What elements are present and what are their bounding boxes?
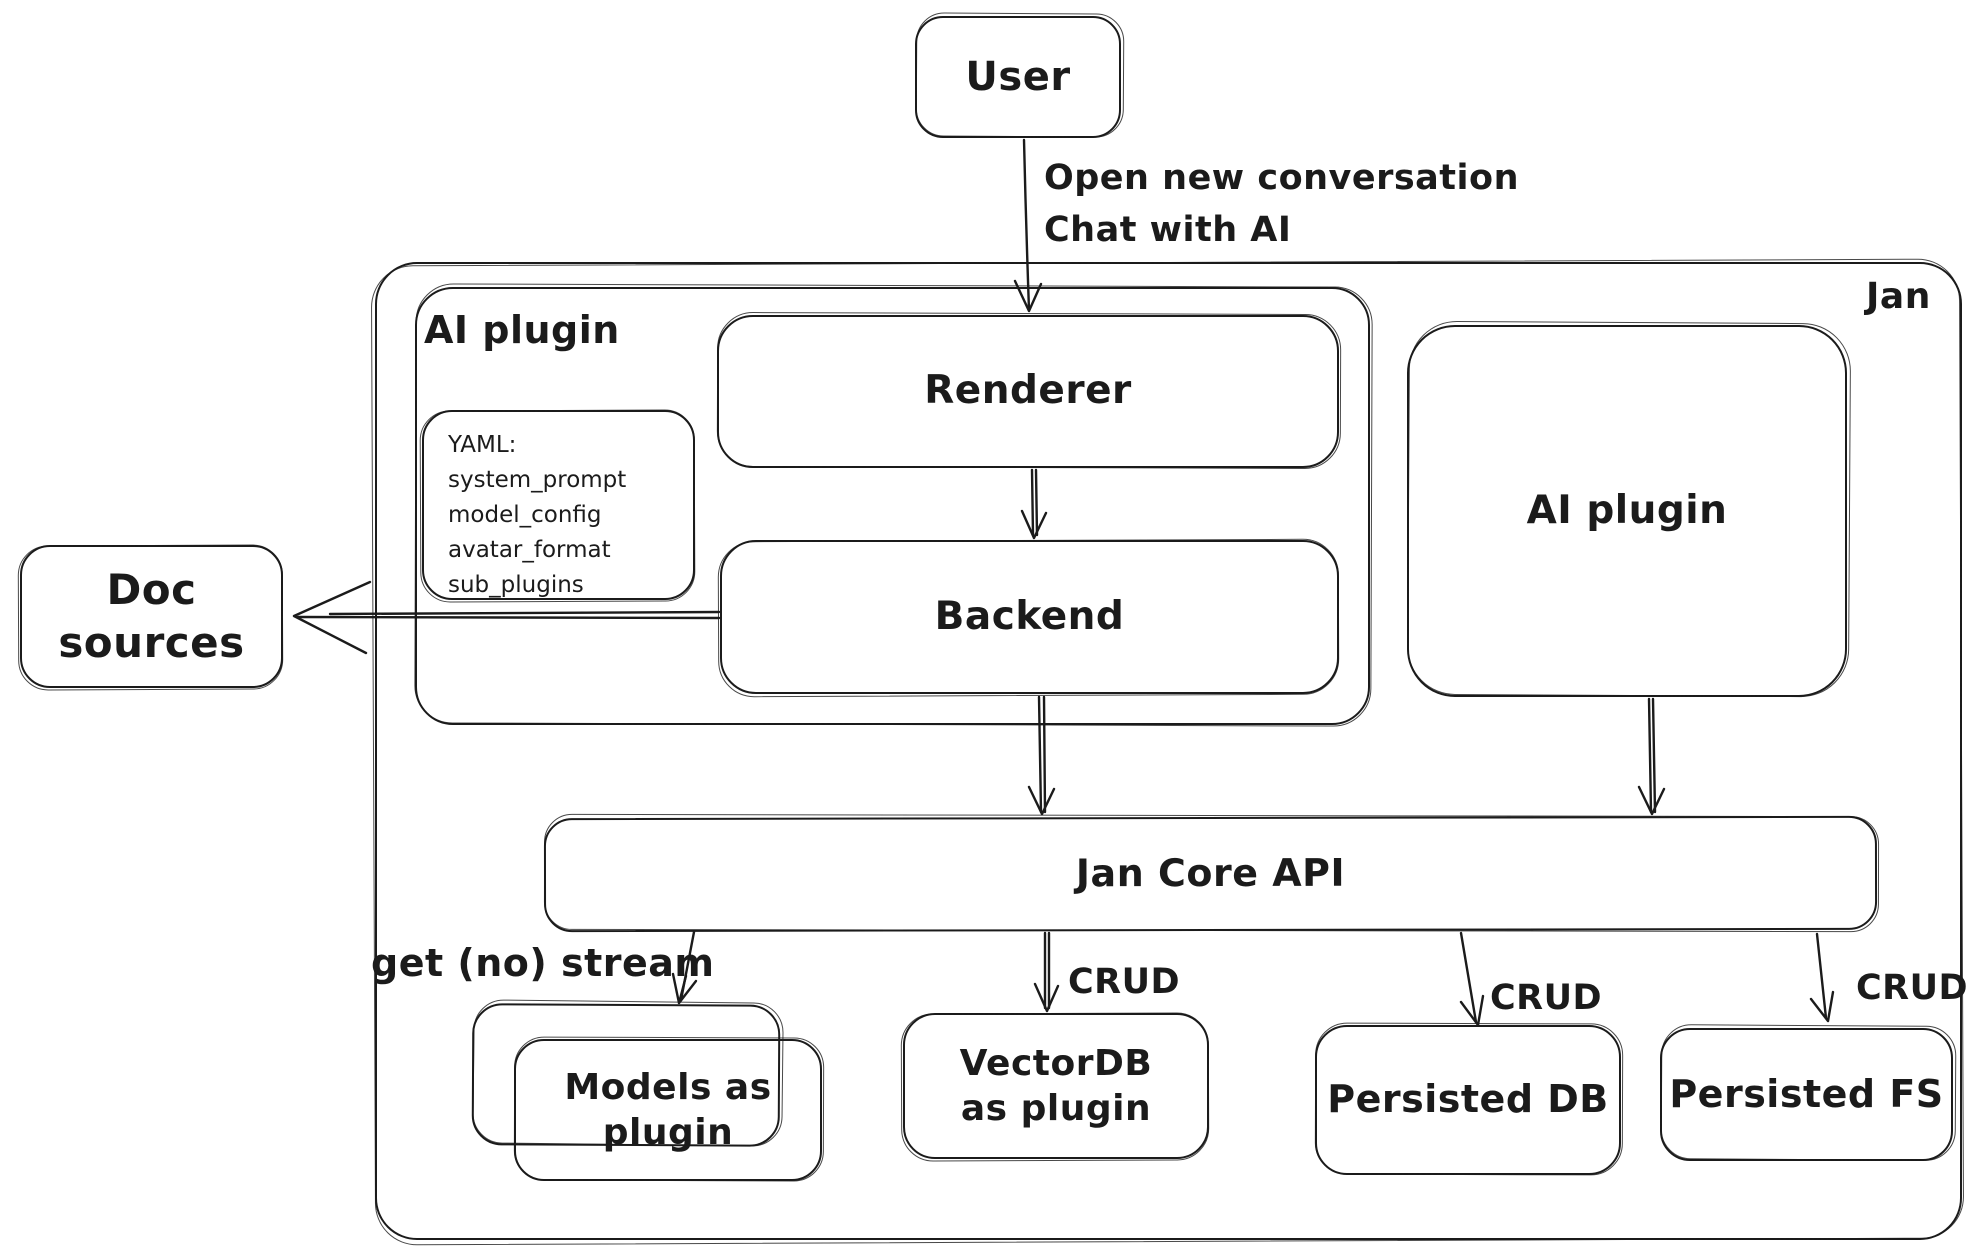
yaml-line: YAML: [448, 432, 517, 458]
yaml-note: YAML: system_prompt model_config avatar_… [422, 410, 695, 600]
arrowhead-backend-to-doc-sources [292, 580, 372, 655]
persisted-db-node: Persisted DB [1315, 1025, 1621, 1175]
user-node: User [915, 16, 1121, 138]
ai-plugin-right-label: AI plugin [1526, 487, 1728, 533]
jan-core-api-node: Jan Core API [543, 815, 1878, 933]
jan-container [375, 262, 1962, 1240]
models-inner-node: Models as plugin [514, 1039, 822, 1181]
vectordb-node: VectorDB as plugin [903, 1013, 1209, 1159]
models-label: Models as plugin [564, 1067, 772, 1153]
yaml-line: system_prompt [448, 466, 627, 493]
renderer-node: Renderer [717, 315, 1339, 468]
user-label: User [965, 54, 1071, 100]
persisted-fs-label: Persisted FS [1669, 1071, 1944, 1116]
yaml-line: sub_plugins [448, 571, 584, 598]
ai-plugin-left-label: AI plugin [424, 308, 620, 352]
backend-node: Backend [720, 540, 1339, 694]
jan-core-api-label: Jan Core API [1075, 851, 1346, 896]
yaml-line: avatar_format [448, 536, 611, 563]
edge-label-crud-vectordb: CRUD [1068, 962, 1181, 1002]
edge-label-get-no-stream: get (no) stream [371, 941, 715, 985]
ai-plugin-left-container [415, 287, 1370, 725]
edge-label-crud-persisted-db: CRUD [1490, 978, 1603, 1018]
doc-sources-node: Doc sources [20, 545, 283, 688]
vectordb-label: VectorDB as plugin [959, 1043, 1153, 1129]
persisted-fs-node: Persisted FS [1660, 1028, 1953, 1161]
persisted-db-label: Persisted DB [1327, 1077, 1609, 1122]
edge-label-crud-persisted-fs: CRUD [1856, 968, 1969, 1008]
edge-label-open-conversation: Open new conversation [1044, 158, 1519, 198]
backend-label: Backend [934, 593, 1125, 639]
edge-label-chat-with-ai: Chat with AI [1044, 210, 1292, 250]
doc-sources-label: Doc sources [58, 565, 245, 667]
yaml-note-text: YAML: system_prompt model_config avatar_… [424, 412, 693, 598]
renderer-label: Renderer [924, 368, 1132, 414]
yaml-line: model_config [448, 501, 602, 528]
ai-plugin-right-node: AI plugin [1407, 325, 1847, 697]
jan-container-label: Jan [1866, 276, 1931, 317]
